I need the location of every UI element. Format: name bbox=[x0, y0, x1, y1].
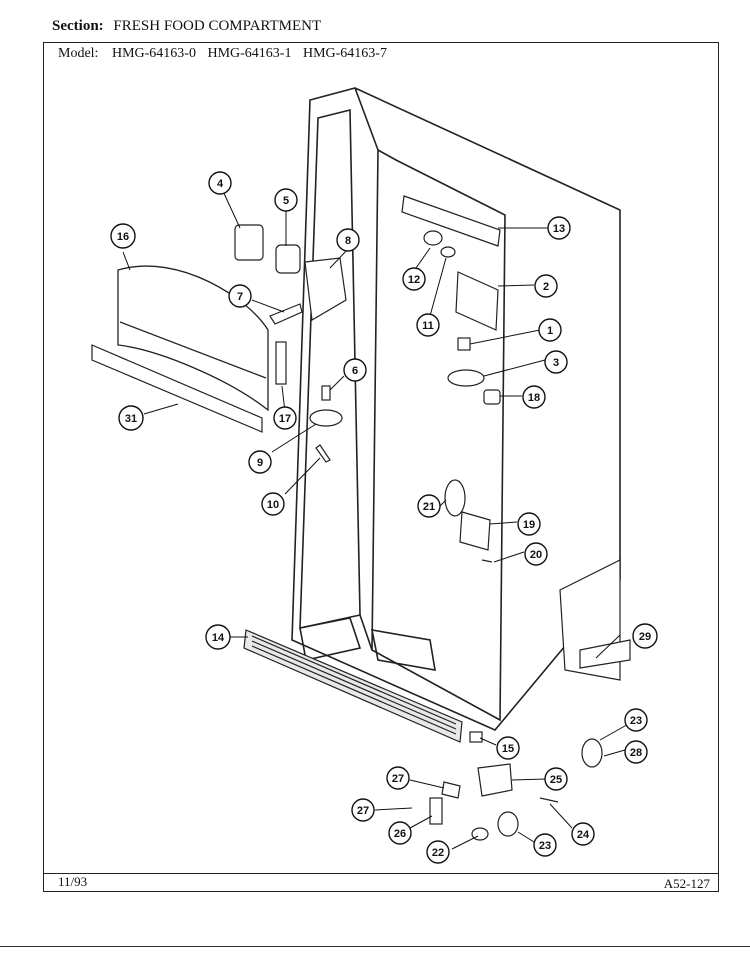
callout-label: 31 bbox=[125, 413, 137, 425]
callout-label: 27 bbox=[357, 805, 369, 817]
callout-label: 28 bbox=[630, 747, 642, 759]
callout-label: 12 bbox=[408, 274, 420, 286]
model-number: HMG-64163-7 bbox=[302, 46, 387, 61]
callout-label: 10 bbox=[267, 499, 279, 511]
callout-25: 25 bbox=[544, 767, 568, 791]
callout-label: 13 bbox=[553, 223, 565, 235]
callout-13: 13 bbox=[547, 216, 571, 240]
callout-label: 14 bbox=[212, 632, 225, 644]
callout-10: 10 bbox=[261, 492, 285, 516]
callout-label: 26 bbox=[394, 828, 406, 840]
callout-1: 1 bbox=[538, 318, 562, 342]
callout-20: 20 bbox=[524, 542, 548, 566]
model-list: Model: HMG-64163-0 HMG-64163-1 HMG-64163… bbox=[58, 46, 395, 62]
callout-label: 24 bbox=[577, 829, 590, 841]
callout-label: 11 bbox=[422, 320, 434, 332]
section-name: FRESH FOOD COMPARTMENT bbox=[113, 18, 322, 34]
diagram-frame bbox=[43, 42, 719, 892]
callout-label: 4 bbox=[217, 178, 224, 190]
callout-label: 1 bbox=[547, 325, 553, 337]
callout-30: 29 bbox=[632, 623, 658, 649]
callout-21: 21 bbox=[417, 494, 441, 518]
callout-label: 23 bbox=[539, 840, 551, 852]
callout-28: 27 bbox=[386, 766, 410, 790]
callout-6: 6 bbox=[343, 358, 367, 382]
callout-label: 19 bbox=[523, 519, 535, 531]
callout-26: 26 bbox=[388, 821, 412, 845]
callout-15: 15 bbox=[496, 736, 520, 760]
callout-11: 11 bbox=[416, 313, 440, 337]
callout-17: 17 bbox=[273, 406, 297, 430]
callout-label: 22 bbox=[432, 847, 444, 859]
kickplate-grille bbox=[243, 629, 463, 743]
leader-lines bbox=[122, 188, 633, 850]
callout-3: 3 bbox=[544, 350, 568, 374]
callout-31: 31 bbox=[118, 405, 144, 431]
page-code: A52-127 bbox=[663, 876, 710, 891]
footer-divider bbox=[43, 873, 719, 874]
page-bottom-rule bbox=[0, 946, 750, 947]
model-number: HMG-64163-0 bbox=[111, 46, 196, 61]
callout-label: 20 bbox=[530, 549, 542, 561]
callout-19: 19 bbox=[517, 512, 541, 536]
callout-label: 5 bbox=[283, 195, 289, 207]
callout-9: 9 bbox=[248, 450, 272, 474]
callout-label: 25 bbox=[550, 774, 562, 786]
callout-29: 28 bbox=[624, 740, 648, 764]
callout-12: 12 bbox=[402, 267, 426, 291]
date-code: 11/93 bbox=[58, 874, 88, 889]
callout-label: 6 bbox=[352, 365, 358, 377]
callout-8: 8 bbox=[336, 228, 360, 252]
callout-2: 2 bbox=[534, 274, 558, 298]
callout-label: 18 bbox=[528, 392, 540, 404]
section-label: Section: bbox=[52, 18, 104, 34]
callout-14: 14 bbox=[205, 624, 231, 650]
callout-4: 4 bbox=[208, 171, 232, 195]
model-number: HMG-64163-1 bbox=[207, 46, 292, 61]
callout-label: 7 bbox=[237, 291, 243, 303]
callout-23-upper: 23 bbox=[624, 708, 648, 732]
callout-24: 24 bbox=[571, 822, 595, 846]
callout-label: 29 bbox=[639, 631, 651, 643]
callout-label: 2 bbox=[543, 281, 549, 293]
callout-27: 27 bbox=[351, 798, 375, 822]
callout-label: 3 bbox=[553, 357, 559, 369]
callout-label: 15 bbox=[502, 743, 514, 755]
callout-label: 23 bbox=[630, 715, 642, 727]
callout-5: 5 bbox=[274, 188, 298, 212]
model-label: Model: bbox=[58, 46, 99, 61]
callout-23-lower: 23 bbox=[533, 833, 557, 857]
callout-label: 17 bbox=[279, 413, 291, 425]
callout-label: 9 bbox=[257, 457, 263, 469]
callout-18: 18 bbox=[522, 385, 546, 409]
callout-label: 16 bbox=[117, 231, 129, 243]
callout-label: 27 bbox=[392, 773, 404, 785]
callout-16: 16 bbox=[110, 223, 136, 249]
callout-7: 7 bbox=[228, 284, 252, 308]
trim-strip bbox=[91, 344, 263, 433]
callout-label: 21 bbox=[423, 501, 435, 513]
callout-22: 22 bbox=[426, 840, 450, 864]
section-heading: Section: FRESH FOOD COMPARTMENT bbox=[52, 18, 321, 35]
callout-label: 8 bbox=[345, 235, 351, 247]
component-shapes bbox=[234, 195, 631, 841]
